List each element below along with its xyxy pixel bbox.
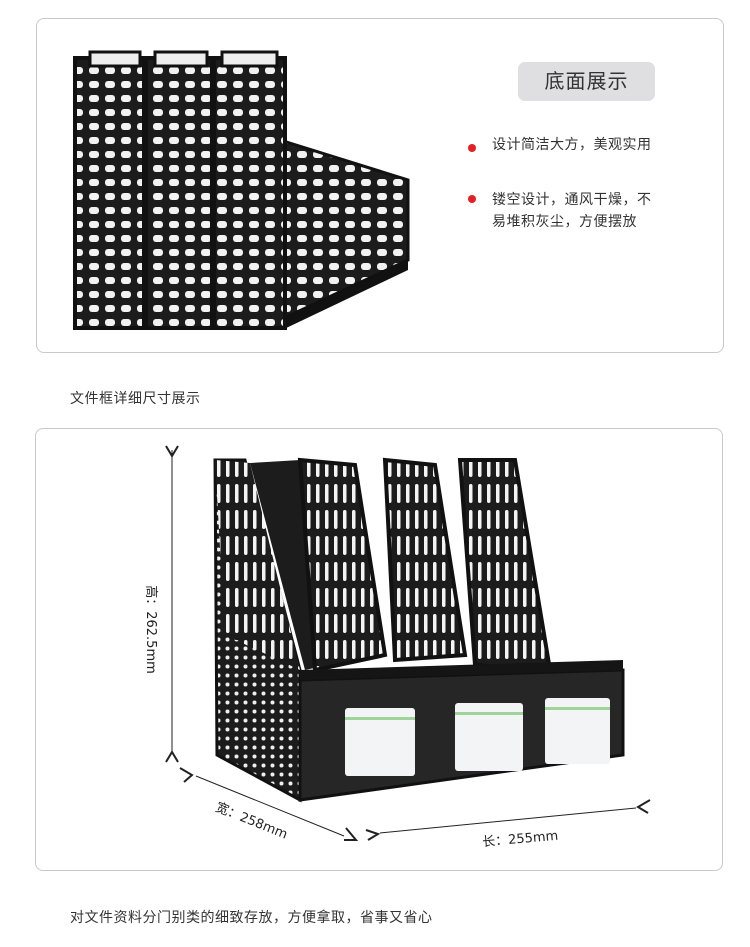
bullet-dot-icon (468, 144, 476, 152)
arrow-down-icon (165, 445, 179, 458)
feature-text-1: 设计简洁大方，美观实用 (492, 137, 652, 153)
section-title: 文件框详细尺寸展示 (70, 391, 201, 407)
arrow-left-icon (179, 767, 194, 783)
arrow-right-icon (636, 799, 651, 814)
arrow-up-icon (165, 750, 179, 763)
file-rack-bottom-view-image (73, 50, 410, 330)
feature-text-2-cont: 易堆积灰尘，方便摆放 (492, 214, 637, 230)
file-rack-front-view-image (213, 457, 625, 803)
footer-caption: 对文件资料分门别类的细致存放，方便拿取，省事又省心 (70, 910, 433, 926)
arrow-right-icon (344, 827, 359, 841)
arrow-left-icon (365, 829, 381, 841)
bottom-view-badge: 底面展示 (518, 62, 655, 101)
feature-text-2: 镂空设计，通风干燥，不 (492, 192, 652, 208)
height-label: 高：262.5mm (142, 585, 158, 674)
bullet-dot-icon (468, 195, 476, 203)
